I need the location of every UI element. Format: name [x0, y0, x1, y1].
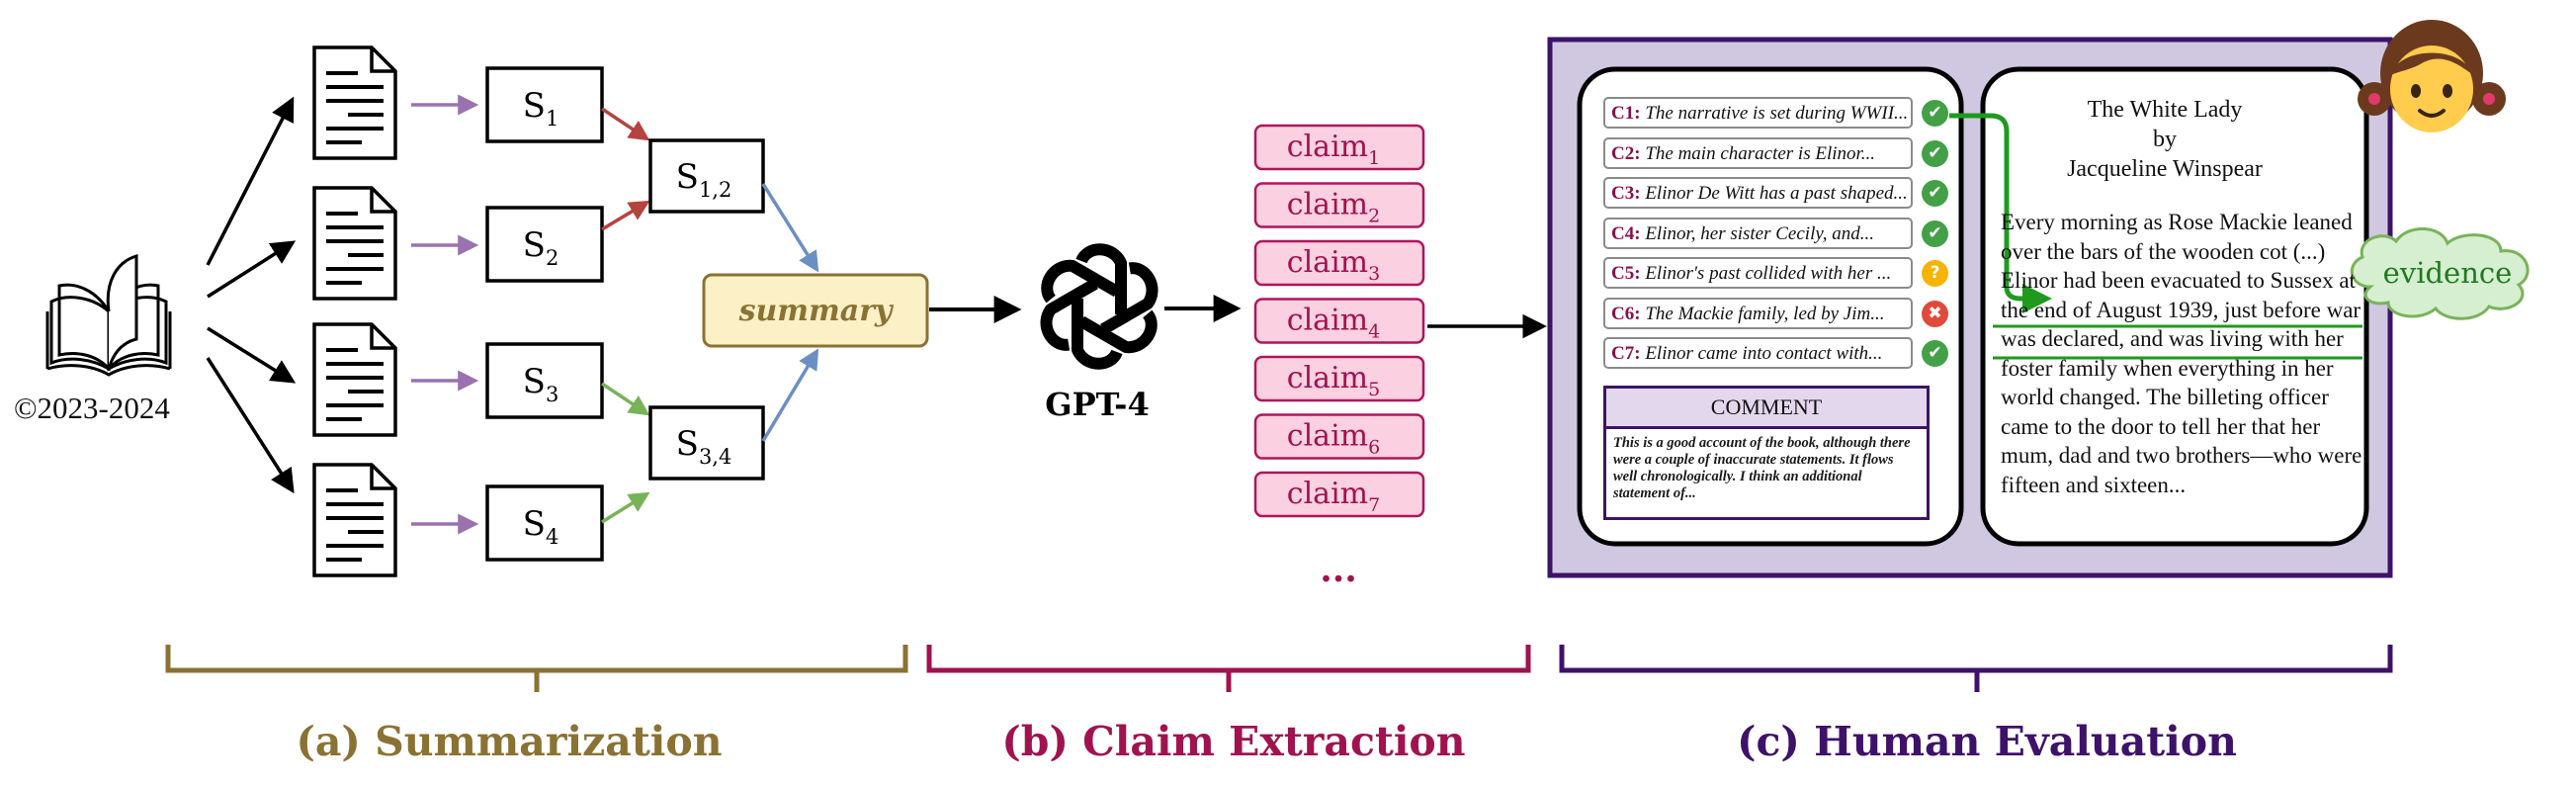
evaluated-claim-text: C3: Elinor De Witt has a past shaped...: [1603, 177, 1913, 209]
stage-label-human-evaluation: (c) Human Evaluation: [1737, 718, 2237, 765]
evaluated-claim-row: C3: Elinor De Witt has a past shaped... ✔: [1603, 177, 1948, 211]
book-author: Jacqueline Winspear: [2067, 156, 2263, 182]
stage-label-claim-extraction: (b) Claim Extraction: [1001, 718, 1465, 765]
claim-box: claim1: [1253, 124, 1425, 171]
claim-box: claim7: [1253, 471, 1425, 518]
claim-id: C5:: [1611, 263, 1646, 284]
book-by: by: [2153, 127, 2177, 152]
claim-sentence: Elinor's past collided with her ...: [1645, 263, 1892, 284]
check-icon: ✔: [1922, 340, 1948, 367]
chunk-to-merge-arrows: [601, 107, 650, 524]
svg-text:evidence: evidence: [2383, 256, 2513, 290]
evaluated-claim-text: C6: The Mackie family, led by Jim...: [1603, 297, 1913, 329]
evaluated-claim-text: C4: Elinor, her sister Cecily, and...: [1603, 217, 1913, 249]
chunk-summary-s2: S2: [485, 206, 604, 283]
svg-text:S3,4: S3,4: [676, 424, 732, 469]
claim-box: claim2: [1253, 182, 1425, 228]
document-icon: [312, 322, 397, 437]
doc-to-chunk-arrows: [411, 94, 479, 535]
openai-logo-icon: [1039, 243, 1159, 364]
svg-text:S4: S4: [523, 504, 559, 549]
book-icon: [45, 253, 172, 377]
book-title: The White Lady: [2087, 97, 2243, 123]
evaluated-claim-row: C1: The narrative is set during WWII... ✔: [1603, 97, 1948, 131]
comment-header: COMMENT: [1606, 389, 1927, 429]
claim-label: claim7: [1287, 477, 1380, 516]
claim-label: claim1: [1287, 130, 1380, 169]
claim-id: C6:: [1611, 303, 1646, 324]
chunk-summary-s1: S1: [485, 66, 604, 143]
annotator-girl-icon: [2358, 20, 2506, 132]
claim-sentence: The main character is Elinor...: [1645, 142, 1876, 164]
merge-to-summary-arrows: [761, 183, 819, 442]
claim-box: claim4: [1253, 298, 1425, 344]
document-icon: [312, 463, 397, 577]
book-excerpt: Every morning as Rose Mackie leaned over…: [2001, 210, 2362, 497]
comment-box: COMMENT This is a good account of the bo…: [1603, 386, 1930, 520]
evaluated-claims-list: C1: The narrative is set during WWII... ✔…: [1603, 97, 1948, 378]
gpt4-label: GPT-4: [1045, 386, 1149, 423]
check-icon: ✔: [1922, 139, 1948, 167]
check-icon: ✔: [1922, 100, 1948, 127]
claim-label: claim5: [1287, 361, 1380, 400]
stage-bracket-claim-extraction: [926, 645, 1531, 692]
evaluated-claim-text: C5: Elinor's past collided with her ...: [1603, 257, 1913, 289]
evaluated-claim-text: C7: Elinor came into contact with...: [1603, 337, 1913, 369]
svg-text:S2: S2: [523, 225, 559, 270]
cross-icon: ✖: [1922, 300, 1948, 327]
evaluated-claim-text: C2: The main character is Elinor...: [1603, 136, 1913, 169]
evaluated-claim-row: C4: Elinor, her sister Cecily, and... ✔: [1603, 217, 1948, 251]
document-icon: [312, 45, 397, 160]
evaluated-claim-row: C6: The Mackie family, led by Jim... ✖: [1603, 297, 1948, 331]
claim-id: C4:: [1611, 222, 1646, 244]
claim-sentence: Elinor De Witt has a past shaped...: [1645, 183, 1908, 204]
claim-id: C7:: [1611, 343, 1646, 364]
evaluated-claim-row: C5: Elinor's past collided with her ...?: [1603, 257, 1948, 291]
svg-text:S3: S3: [523, 362, 559, 406]
question-icon: ?: [1922, 260, 1948, 287]
claim-id: C2:: [1611, 142, 1646, 164]
final-summary-box: summary: [702, 273, 929, 348]
merged-summary-s12: S1,2: [648, 138, 765, 214]
check-icon: ✔: [1922, 219, 1948, 247]
stage-bracket-summarization: [165, 645, 908, 692]
claim-sentence: The narrative is set during WWII...: [1645, 103, 1909, 124]
document-icon: [312, 186, 397, 301]
evaluated-claim-row: C2: The main character is Elinor... ✔: [1603, 136, 1948, 171]
claim-sentence: Elinor came into contact with...: [1645, 343, 1883, 364]
evaluated-claim-text: C1: The narrative is set during WWII...: [1603, 97, 1913, 129]
copyright-label: ©2023-2024: [14, 391, 170, 425]
evidence-arrow: [1949, 113, 2052, 313]
claims-ellipsis: ...: [1320, 549, 1357, 590]
claim-id: C1:: [1611, 103, 1646, 124]
claim-id: C3:: [1611, 183, 1646, 204]
claim-label: claim2: [1287, 188, 1380, 227]
svg-text:S1,2: S1,2: [676, 157, 732, 202]
chunk-summary-s4: S4: [485, 484, 604, 562]
comment-text: This is a good account of the book, alth…: [1613, 435, 1911, 501]
claim-label: claim6: [1287, 419, 1380, 459]
claim-box: claim3: [1253, 239, 1425, 287]
svg-text:summary: summary: [738, 294, 895, 328]
check-icon: ✔: [1922, 180, 1948, 207]
claim-label: claim4: [1287, 304, 1380, 343]
book-card: [1980, 66, 2369, 547]
claim-label: claim3: [1287, 245, 1380, 285]
claim-sentence: Elinor, her sister Cecily, and...: [1645, 222, 1874, 244]
claims-list: claim1 claim2 claim3 claim4 claim5 claim6 clai…: [1253, 124, 1425, 518]
chunk-summary-s3: S3: [485, 342, 604, 419]
book-to-docs-arrows: [206, 96, 297, 494]
evidence-cloud: evidence: [2350, 227, 2530, 320]
stage-bracket-human-evaluation: [1559, 645, 2393, 692]
stage-label-summarization: (a) Summarization: [296, 718, 722, 765]
svg-text:S1: S1: [523, 86, 559, 131]
claim-box: claim6: [1253, 413, 1425, 460]
book-heading: The White Lady by Jacqueline Winspear: [1987, 95, 2343, 184]
claim-sentence: The Mackie family, led by Jim...: [1645, 303, 1885, 324]
claim-box: claim5: [1253, 355, 1425, 402]
merged-summary-s34: S3,4: [648, 405, 765, 481]
evaluated-claim-row: C7: Elinor came into contact with... ✔: [1603, 337, 1948, 371]
